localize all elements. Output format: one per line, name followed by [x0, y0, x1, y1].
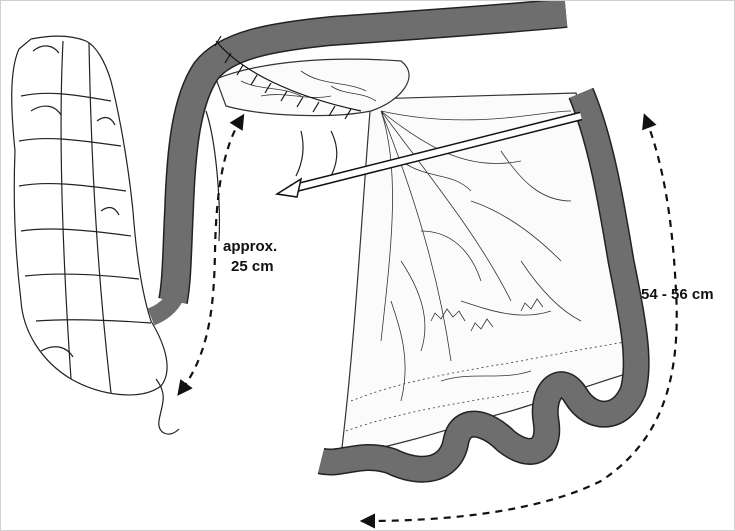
short-segment-arrow [177, 113, 245, 396]
long-segment-arrow [359, 113, 678, 529]
appendix [155, 378, 180, 435]
vessel-loop [295, 130, 304, 177]
suture-line [214, 35, 362, 120]
colon [11, 35, 180, 435]
upper-mesentery [215, 58, 410, 117]
short-segment-label-line2: 25 cm [231, 258, 274, 275]
mesentery-edge [205, 110, 221, 242]
vessel-loop [330, 130, 338, 177]
short-segment-label-line1: approx. [223, 238, 277, 255]
long-segment-label: 54 - 56 cm [641, 286, 714, 303]
